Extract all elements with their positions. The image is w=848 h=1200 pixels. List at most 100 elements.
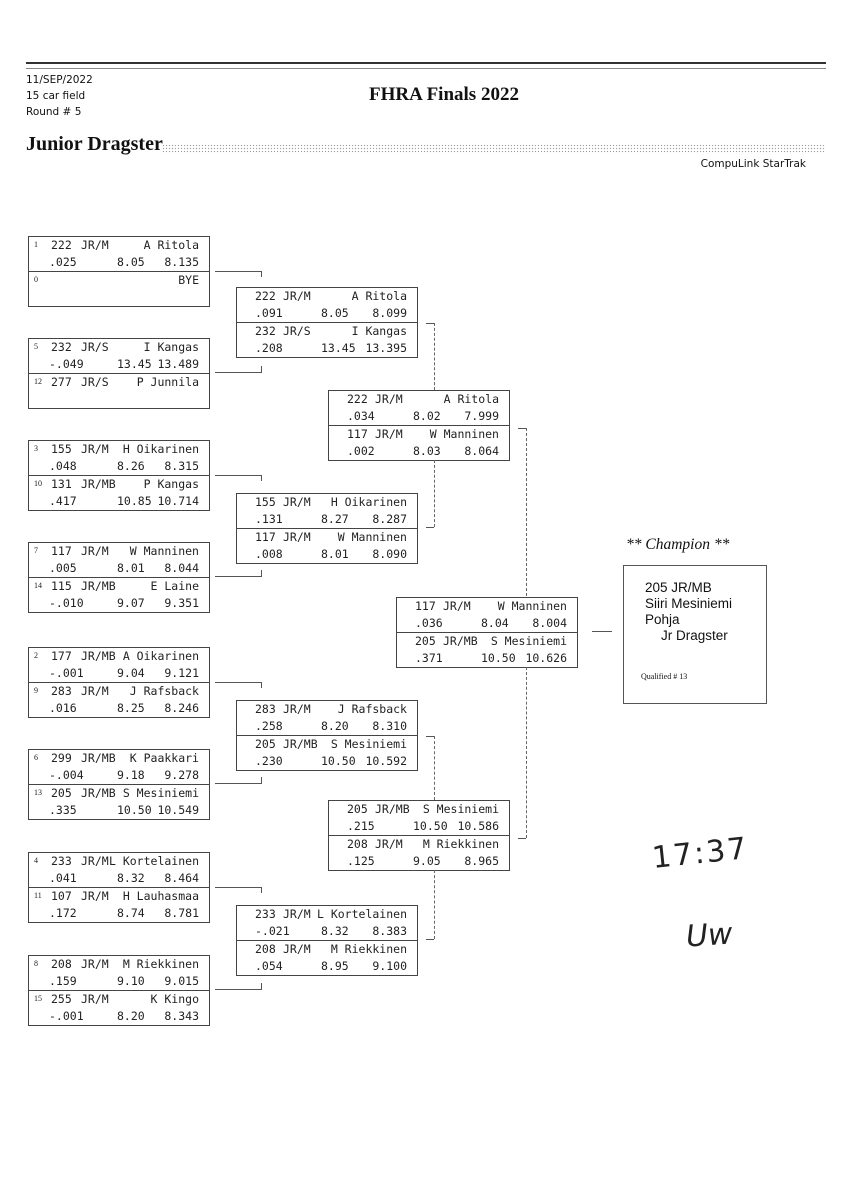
elapsed-time: 9.351 [164,596,199,610]
seed-number: 0 [34,275,38,284]
driver-name: P Kangas [143,477,199,491]
elapsed-time: 8.090 [372,547,407,561]
reaction-time: -.010 [49,596,84,610]
car-class: JR/M [283,530,311,544]
driver-name: M Riekkinen [422,837,499,851]
champion-hometown: Pohja [645,612,680,627]
entry-line-1: 131 JR/MB P Kangas [29,476,209,493]
champion-driver: Siiri Mesiniemi [645,596,733,611]
car-class: JR/M [81,442,109,456]
elapsed-time: 8.781 [164,906,199,920]
r1-connector-tick [261,366,262,372]
elapsed-time: 9.121 [164,666,199,680]
elapsed-time: 8.099 [372,306,407,320]
seed-number: 2 [34,651,38,660]
elapsed-time: 9.100 [372,959,407,973]
driver-name: S Mesiniemi [122,786,199,800]
r2-connector [426,323,434,324]
car-number: 208 [347,837,368,851]
car-number: 283 [51,684,72,698]
driver-name: M Riekkinen [330,942,407,956]
driver-name: H Oikarinen [122,442,199,456]
entry-line-1: BYE [29,272,209,289]
car-number: 155 [255,495,276,509]
reaction-time: -.001 [49,1009,84,1023]
car-number: 222 [347,392,368,406]
seed-number: 8 [34,959,38,968]
elapsed-time: 10.592 [365,754,407,768]
dial-in: 10.50 [481,651,516,665]
reaction-time: .041 [49,871,77,885]
dial-in: 8.04 [481,616,509,630]
final-to-champion-connector [592,631,612,632]
elapsed-time: 8.464 [164,871,199,885]
elapsed-time: 10.549 [157,803,199,817]
car-class: JR/MB [81,477,116,491]
reaction-time: .215 [347,819,375,833]
elapsed-time: 8.343 [164,1009,199,1023]
driver-name: L Kortelainen [316,907,407,921]
car-class: JR/M [81,957,109,971]
car-number: 131 [51,477,72,491]
car-number: 117 [255,530,276,544]
dial-in: 8.05 [321,306,349,320]
car-class: JR/M [81,992,109,1006]
r2-connector-dash [434,323,435,390]
reaction-time: .091 [255,306,283,320]
driver-name: S Mesiniemi [422,802,499,816]
r1-connector-tick [261,983,262,989]
elapsed-time: 13.489 [157,357,199,371]
r1-connector-tick [261,570,262,576]
dial-in: 10.50 [413,819,448,833]
car-number: 177 [51,649,72,663]
entry-line-2 [29,391,209,408]
driver-name: E Laine [150,579,199,593]
event-date: 11/SEP/2022 [26,74,93,86]
car-class: JR/M [81,854,109,868]
entry-line-2 [29,289,209,306]
elapsed-time: 8.383 [372,924,407,938]
car-number: 232 [51,340,72,354]
elapsed-time: 8.135 [164,255,199,269]
reaction-time: .005 [49,561,77,575]
dial-in: 9.04 [117,666,145,680]
r2-connector-dash [434,870,435,939]
car-number: 277 [51,375,72,389]
seed-number: 9 [34,686,38,695]
r1-connector [215,682,262,683]
reaction-time: .125 [347,854,375,868]
elapsed-time: 8.064 [464,444,499,458]
elapsed-time: 7.999 [464,409,499,423]
seed-number: 12 [34,377,42,386]
elapsed-time: 8.965 [464,854,499,868]
car-class: JR/M [443,599,471,613]
dial-in: 10.50 [117,803,152,817]
dial-in: 13.45 [117,357,152,371]
dial-in: 9.07 [117,596,145,610]
